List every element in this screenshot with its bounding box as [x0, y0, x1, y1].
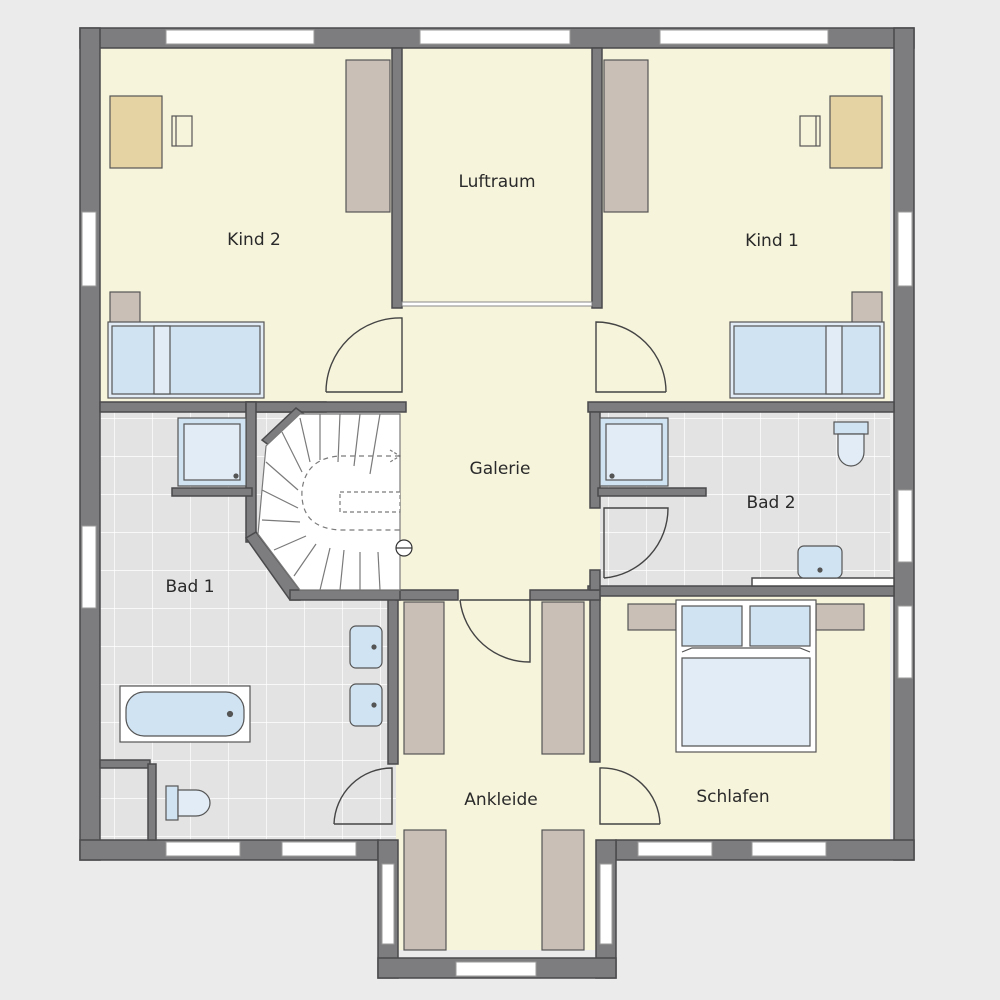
doors — [325, 317, 669, 825]
nightstand-icon — [109, 291, 141, 325]
furniture-bad2 — [599, 417, 869, 579]
window — [281, 841, 357, 857]
window — [897, 211, 913, 287]
wall-outer-left — [79, 27, 101, 861]
toilet-icon — [833, 421, 869, 467]
wall-bad2-stub — [589, 569, 601, 591]
wall-kind2-luftraum — [391, 47, 403, 309]
window — [419, 29, 571, 45]
furniture-ankleide — [403, 601, 585, 951]
floor-galerie — [396, 306, 600, 606]
wall-bad2-schlafen — [587, 585, 895, 597]
room-label-kind1: Kind 1 — [745, 231, 799, 251]
wall-bad2-shower — [597, 487, 707, 497]
door-bad2 — [603, 507, 669, 579]
door-bad1 — [333, 767, 393, 825]
window — [81, 525, 97, 609]
wall-bad2-sink-ledge — [751, 577, 895, 587]
wardrobe-icon — [345, 59, 391, 213]
wall-stair-bottom — [289, 589, 401, 601]
toilet-icon — [165, 785, 211, 821]
room-label-bad2: Bad 2 — [746, 493, 795, 513]
wall-ankleide-schlafen — [589, 589, 601, 763]
floor-luftraum — [402, 48, 594, 306]
wall-bad1-wc-divider — [147, 763, 157, 841]
wall-stair-left — [245, 401, 257, 543]
room-label-galerie: Galerie — [470, 459, 531, 479]
wardrobe-icon — [403, 601, 445, 755]
windows — [81, 29, 913, 977]
wardrobe-icon — [603, 59, 649, 213]
furniture-bad1 — [119, 417, 383, 821]
bathtub-icon — [119, 685, 251, 743]
bed-icon — [675, 599, 817, 753]
nightstand-icon — [851, 291, 883, 325]
door-schlafen — [599, 767, 661, 825]
wall-kind1-bad2 — [587, 401, 895, 413]
desk-icon — [109, 95, 163, 169]
wall-bad1-ankleide — [387, 595, 399, 765]
wardrobe-icon — [541, 829, 585, 951]
shower-icon — [177, 417, 247, 487]
door-kind2 — [325, 317, 403, 393]
wall-galerie-ankleide-right — [529, 589, 601, 601]
chair-icon — [171, 115, 193, 147]
staircase-icon — [257, 413, 413, 591]
furniture-kind2 — [107, 59, 391, 399]
wall-bad1-shower — [171, 487, 253, 497]
room-label-luftraum: Luftraum — [458, 172, 535, 192]
shower-icon — [599, 417, 669, 487]
window — [81, 211, 97, 287]
sink-icon — [349, 683, 383, 727]
room-labels: Kind 2 Luftraum Kind 1 Galerie Bad 1 Bad… — [165, 172, 798, 810]
wall-outer-right — [893, 27, 915, 861]
room-label-schlafen: Schlafen — [696, 787, 769, 807]
window — [599, 863, 613, 945]
window — [455, 961, 537, 977]
window — [897, 605, 913, 679]
room-label-kind2: Kind 2 — [227, 230, 281, 250]
wall-luftraum-kind1 — [591, 47, 603, 309]
sink-icon — [797, 545, 843, 579]
nightstand-icon — [627, 603, 677, 631]
room-label-bad1: Bad 1 — [165, 577, 214, 597]
window — [165, 29, 315, 45]
window — [659, 29, 829, 45]
railing — [401, 301, 593, 307]
furniture-schlafen — [627, 599, 865, 753]
window — [381, 863, 395, 945]
chair-icon — [799, 115, 821, 147]
window — [637, 841, 713, 857]
wall-galerie-ankleide-left — [395, 589, 459, 601]
window — [751, 841, 827, 857]
wall-stair-top — [245, 401, 407, 413]
wardrobe-icon — [403, 829, 447, 951]
nightstand-icon — [815, 603, 865, 631]
desk-icon — [829, 95, 883, 169]
door-kind1 — [595, 321, 667, 393]
door-ankleide — [459, 599, 531, 663]
window — [897, 489, 913, 563]
wardrobe-icon — [541, 601, 585, 755]
furniture-kind1 — [603, 59, 885, 399]
sink-icon — [349, 625, 383, 669]
wall-bad1-tub-divider — [99, 759, 151, 769]
window — [165, 841, 241, 857]
room-label-ankleide: Ankleide — [464, 790, 537, 810]
